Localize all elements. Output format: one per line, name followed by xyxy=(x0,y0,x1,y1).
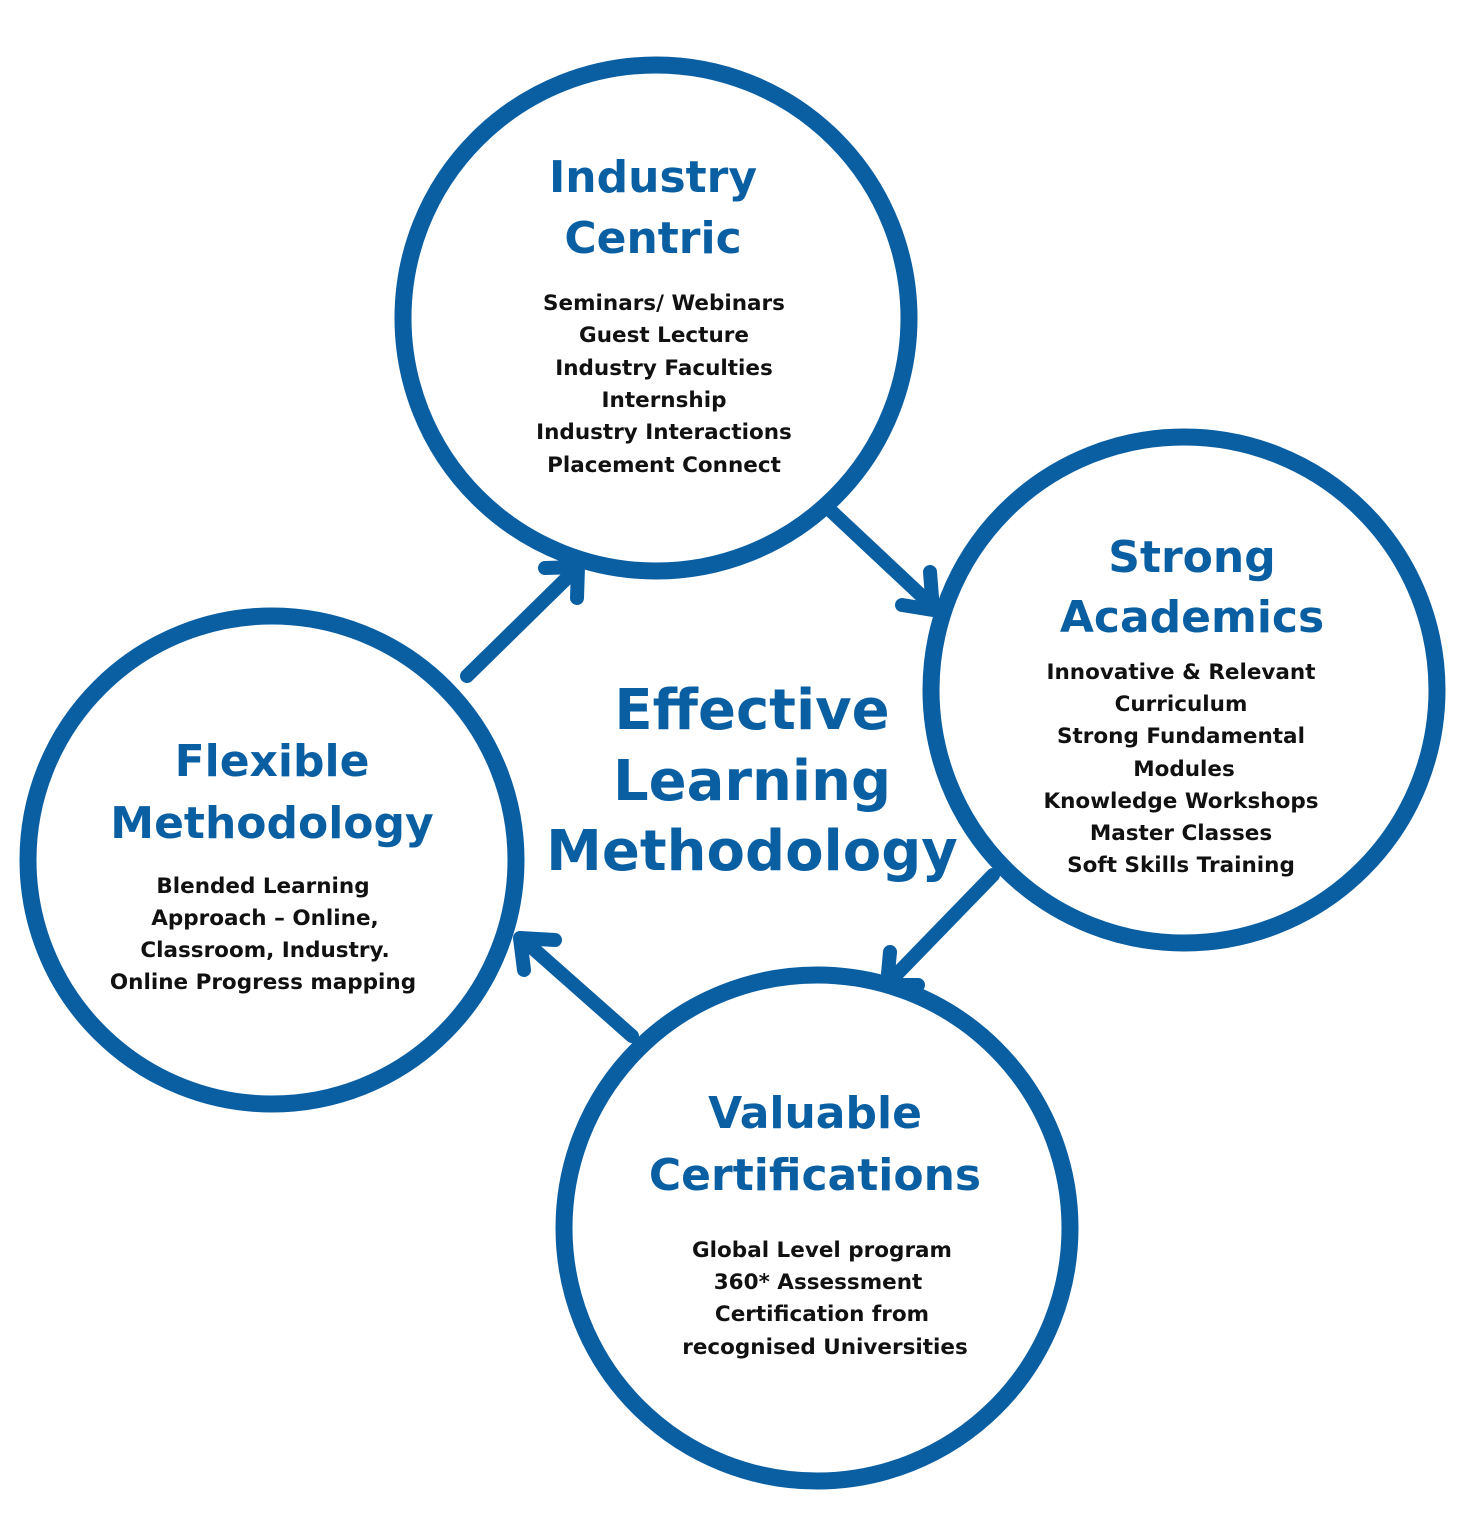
arrow-industry-to-academics xyxy=(823,503,940,617)
list-item: Online Progress mapping xyxy=(110,970,416,995)
ring-valuable-certifications xyxy=(555,966,1079,1490)
list-item: Blended Learning xyxy=(156,874,369,899)
arrow-academics-to-certifications xyxy=(880,868,1000,992)
center-title-line: Methodology xyxy=(546,819,958,884)
list-item: Soft Skills Training xyxy=(1067,853,1295,878)
ring-flexible-methodology xyxy=(19,607,525,1113)
title-line: Valuable xyxy=(708,1088,922,1139)
list-item: Certification from xyxy=(715,1302,929,1327)
circle-industry-centric: Industry Centric Seminars/ Webinars Gues… xyxy=(394,56,918,580)
flow-connectors xyxy=(460,503,1000,1043)
title-line: Methodology xyxy=(110,798,433,849)
title-line: Centric xyxy=(564,213,741,264)
title-line: Flexible xyxy=(175,736,370,787)
center-title: Effective Learning Methodology xyxy=(546,678,958,884)
arrow-certifications-to-flexible xyxy=(513,931,639,1043)
list-item: Guest Lecture xyxy=(579,323,749,348)
list-item: Innovative & Relevant xyxy=(1046,660,1315,685)
circle-strong-academics: Strong Academics Innovative & Relevant C… xyxy=(922,428,1446,952)
list-item: Approach – Online, xyxy=(151,906,378,931)
ring-industry-centric xyxy=(394,56,918,580)
center-title-line: Learning xyxy=(613,749,891,814)
center-title-line: Effective xyxy=(614,678,889,743)
list-item: recognised Universities xyxy=(682,1335,968,1360)
list-item: Placement Connect xyxy=(547,453,781,478)
list-item: Master Classes xyxy=(1090,821,1272,846)
title-line: Academics xyxy=(1060,592,1324,643)
circle-valuable-certifications: Valuable Certifications Global Level pro… xyxy=(555,966,1079,1490)
list-item: Curriculum xyxy=(1115,692,1248,717)
list-item: Classroom, Industry. xyxy=(140,938,389,963)
title-line: Certifications xyxy=(649,1150,981,1201)
circle-flexible-methodology: Flexible Methodology Blended Learning Ap… xyxy=(19,607,525,1113)
list-item: Global Level program xyxy=(692,1238,952,1263)
arrow-flexible-to-industry xyxy=(460,560,585,683)
title-line: Industry xyxy=(549,152,757,203)
list-item: Industry Faculties xyxy=(555,356,773,381)
list-item: 360* Assessment xyxy=(714,1270,923,1295)
title-line: Strong xyxy=(1108,532,1275,583)
list-item: Seminars/ Webinars xyxy=(543,291,785,316)
list-item: Modules xyxy=(1133,757,1235,782)
list-item: Knowledge Workshops xyxy=(1043,789,1318,814)
list-item: Strong Fundamental xyxy=(1057,724,1305,749)
list-item: Industry Interactions xyxy=(536,420,792,445)
ring-strong-academics xyxy=(922,428,1446,952)
list-item: Internship xyxy=(602,388,727,413)
